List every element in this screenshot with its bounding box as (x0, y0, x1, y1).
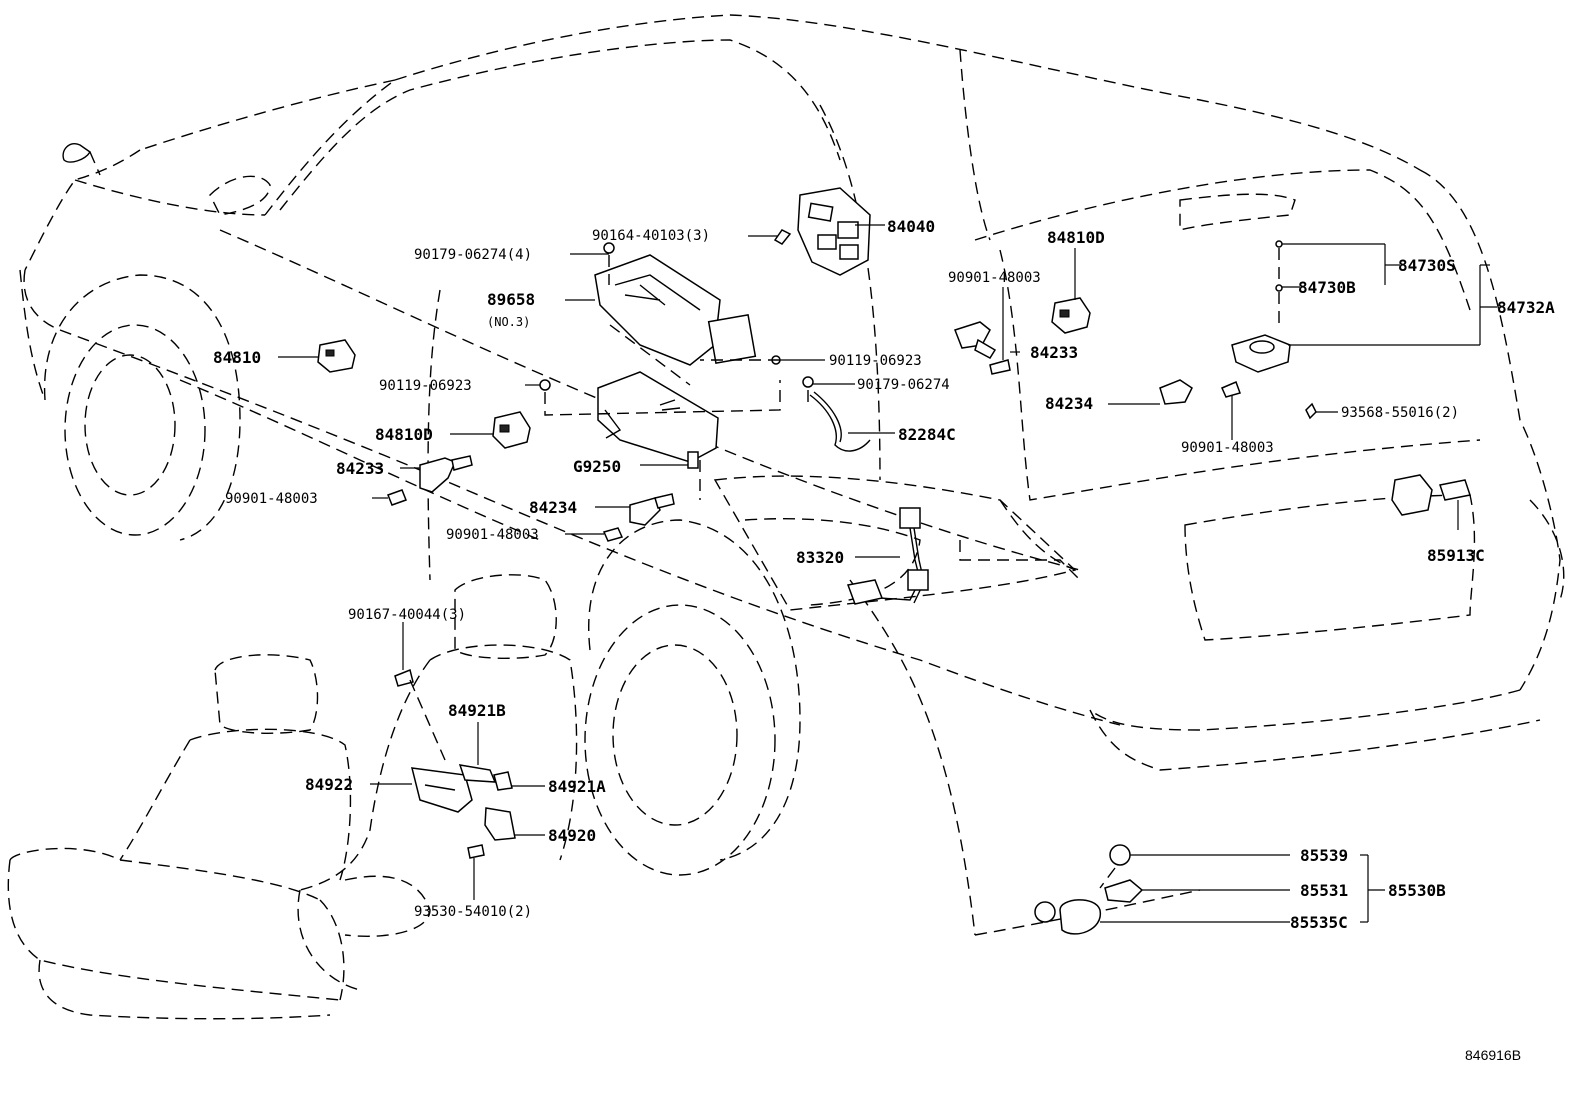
label-90119-06923-right: 90119-06923 (829, 353, 922, 369)
label-90901-48003-left2: 90901-48003 (446, 527, 539, 543)
label-90901-48003-left1: 90901-48003 (225, 491, 318, 507)
label-93530-54010: 93530-54010(2) (414, 904, 532, 920)
figure-code: 846916B (1465, 1047, 1521, 1063)
label-g9250: G9250 (573, 457, 621, 476)
wire-82284C (809, 391, 871, 452)
label-84922: 84922 (305, 775, 353, 794)
lamp-85913C (1391, 474, 1471, 516)
label-85913C: 85913C (1427, 546, 1485, 565)
label-84233-left: 84233 (336, 459, 384, 478)
seat-sensor-parts (411, 764, 516, 841)
label-90119-06923-left: 90119-06923 (379, 378, 472, 394)
label-90167-40044: 90167-40044(3) (348, 607, 466, 623)
switch-84810D-left (492, 411, 531, 449)
label-90901-48003-right2: 90901-48003 (1181, 440, 1274, 456)
seat-outline (7, 574, 578, 1020)
sensor-84234-mid (629, 493, 675, 526)
label-84810D-left: 84810D (375, 425, 433, 444)
socket-85530B (1034, 844, 1144, 935)
sensor-84233-right (954, 321, 997, 359)
switch-84810 (317, 339, 356, 373)
leader-lines (278, 224, 1497, 923)
label-84921A: 84921A (548, 777, 606, 796)
label-93568-55016: 93568-55016(2) (1341, 405, 1459, 421)
harness-83320 (846, 507, 929, 605)
vehicle-outline (19, 14, 1565, 936)
label-90179-06274: 90179-06274 (857, 377, 950, 393)
label-89658: 89658 (487, 290, 535, 309)
label-84040: 84040 (887, 217, 935, 236)
label-84730B: 84730B (1298, 278, 1356, 297)
label-84810D-right: 84810D (1047, 228, 1105, 247)
label-82284C: 82284C (898, 425, 956, 444)
connection-lines (409, 248, 1280, 889)
label-85535C: 85535C (1290, 913, 1348, 932)
label-84732A: 84732A (1497, 298, 1555, 317)
ecu-g9250 (597, 371, 719, 469)
label-90164-40103: 90164-40103(3) (592, 228, 710, 244)
label-84730S: 84730S (1398, 256, 1456, 275)
label-84920: 84920 (548, 826, 596, 845)
label-84233-right: 84233 (1030, 343, 1078, 362)
window-switch-84040 (797, 187, 871, 276)
label-84234-mid: 84234 (529, 498, 577, 517)
label-90179-06274-4: 90179-06274(4) (414, 247, 532, 263)
label-83320: 83320 (796, 548, 844, 567)
label-84810: 84810 (213, 348, 261, 367)
label-90901-48003-right1: 90901-48003 (948, 270, 1041, 286)
switch-84730S (1231, 240, 1291, 373)
label-85530B: 85530B (1388, 881, 1446, 900)
switch-84810D-right (1051, 297, 1091, 334)
sensor-84234-right (1159, 379, 1193, 405)
label-84234-right: 84234 (1045, 394, 1093, 413)
label-85539: 85539 (1300, 846, 1348, 865)
label-85531: 85531 (1300, 881, 1348, 900)
label-89658-note: (NO.3) (487, 315, 530, 329)
sensor-84233-left (419, 455, 473, 493)
ecu-bracket-89658 (594, 254, 757, 366)
label-84921B: 84921B (448, 701, 506, 720)
part-labels: 84040 90164-40103(3) 90179-06274(4) 8965… (213, 217, 1555, 1063)
